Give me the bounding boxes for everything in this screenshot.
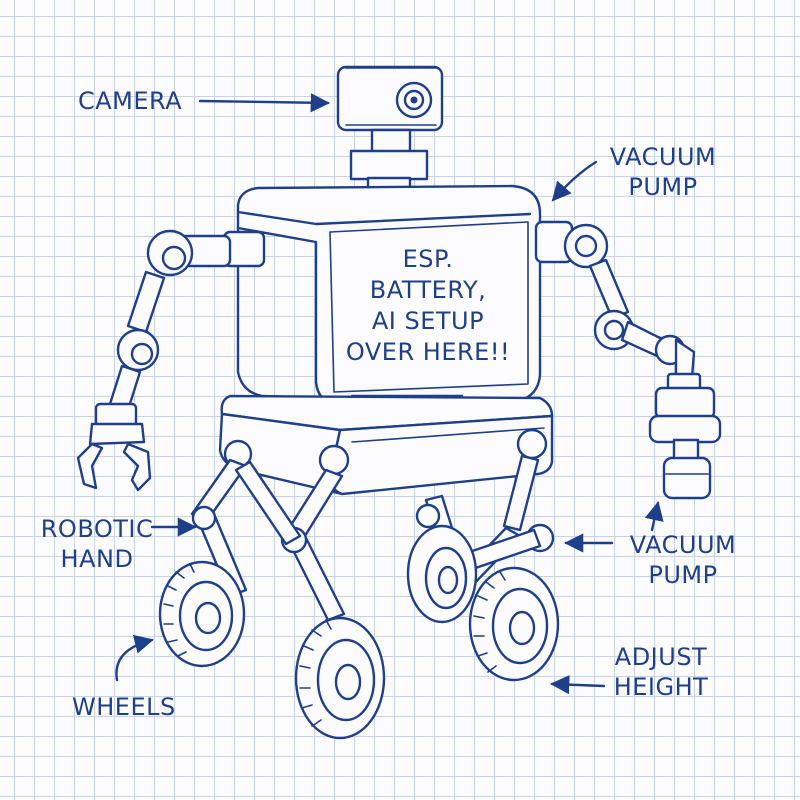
body-front-bevel [329, 221, 529, 393]
left-shoulder-joint [146, 229, 194, 277]
right-upper-arm [588, 258, 630, 320]
right-elbow-joint-inner [603, 319, 625, 341]
camera-housing-edge [345, 67, 437, 126]
adjust-height-arrow [550, 675, 606, 695]
left-elbow-joint [116, 328, 160, 372]
camera-arrow [198, 93, 330, 113]
wheel-rear-right-hub [437, 565, 459, 595]
vacuum-pump-bottom-label: VACUUM PUMP [620, 530, 746, 590]
wheels-label-text: WHEELS [72, 693, 176, 721]
wheel-rear-right-tire [406, 524, 478, 624]
leg-rear-right-knee [415, 503, 441, 529]
wheel-front-left-tread [299, 619, 332, 727]
wheel-front-right-hub [508, 610, 536, 646]
chassis-right-pivot [516, 428, 548, 460]
chassis-front-detail [351, 427, 545, 443]
wheel-front-left-rim [316, 638, 376, 722]
leg-rear-left-knee [191, 505, 217, 531]
wheel-rear-right [406, 524, 478, 624]
wheel-rear-left [158, 560, 246, 668]
wheel-rear-right-rim [424, 546, 468, 610]
wheel-rear-left-rim [178, 580, 234, 652]
left-wrist [94, 402, 138, 428]
left-forearm-1 [126, 270, 166, 334]
leg-front-right-upper [502, 454, 540, 532]
wheels-label: WHEELS [72, 692, 176, 722]
left-elbow-joint-inner [130, 342, 154, 366]
robotic-hand-palm [88, 422, 146, 446]
body-note-line2: BATTERY, [369, 276, 487, 304]
vacuum-pump-cup [662, 456, 712, 500]
body-top-face [236, 210, 532, 226]
adjust-height-label-line2: HEIGHT [613, 673, 709, 701]
adjust-height-label: ADJUST HEIGHT [600, 642, 722, 702]
camera-lens-inner [403, 89, 425, 111]
camera-lens-outer [395, 81, 433, 119]
right-arm [534, 220, 722, 500]
camera-lens-center [410, 96, 418, 104]
wheels [158, 524, 560, 740]
body-note-line3: AI SETUP [371, 307, 485, 335]
vacuum-pump-ring [648, 414, 722, 444]
vacuum-pump-body [654, 386, 716, 420]
wheel-front-right-rim [491, 587, 549, 665]
body-note-line4: OVER HERE!! [345, 338, 511, 366]
wheel-front-left [294, 616, 386, 740]
robotic-hand-label-line2: HAND [60, 545, 134, 573]
vacuum-pump-top-arrow [551, 160, 598, 202]
adjust-height-label-line1: ADJUST [614, 643, 708, 671]
body-note-line1: ESP. [402, 245, 454, 273]
camera-mount [370, 128, 412, 154]
camera-neck [349, 149, 429, 181]
vacuum-pump-bottom-arrow-up [644, 501, 664, 532]
robotic-hand-finger-right [122, 442, 152, 492]
wheel-front-right [468, 566, 560, 682]
vacuum-pump-top-label-line2: PUMP [628, 173, 698, 201]
left-arm [76, 229, 266, 492]
body-note: ESP. BATTERY, AI SETUP OVER HERE!! [338, 244, 518, 368]
camera-label: CAMERA [78, 86, 182, 116]
wheel-front-right-tread [473, 571, 506, 673]
wheels-arrow [115, 634, 154, 682]
camera [336, 65, 444, 198]
leg-front-left-cross [234, 460, 302, 546]
robotic-hand-finger-left [76, 442, 104, 490]
right-wrist-link [674, 338, 696, 380]
left-shoulder-joint-inner [161, 245, 187, 271]
vacuum-pump-top-label: VACUUM PUMP [600, 142, 726, 202]
robotic-hand-label: ROBOTIC HAND [36, 514, 158, 574]
wheel-rear-left-tread [163, 563, 195, 657]
vacuum-pump-bottom-label-line2: PUMP [648, 561, 718, 589]
wheel-rear-left-hub [194, 601, 222, 635]
vacuum-pump-bottom-label-line1: VACUUM [629, 531, 737, 559]
chassis-front-pivot [318, 444, 350, 476]
right-shoulder-joint-inner [574, 234, 598, 258]
robotic-hand-label-line1: ROBOTIC [40, 515, 154, 543]
chassis [218, 394, 554, 496]
vacuum-pump-top-label-line1: VACUUM [609, 143, 717, 171]
camera-housing [336, 65, 444, 132]
right-shoulder-joint [563, 223, 609, 269]
callout-arrows [115, 93, 664, 695]
wheel-front-left-hub [334, 663, 362, 701]
camera-label-text: CAMERA [78, 87, 183, 115]
